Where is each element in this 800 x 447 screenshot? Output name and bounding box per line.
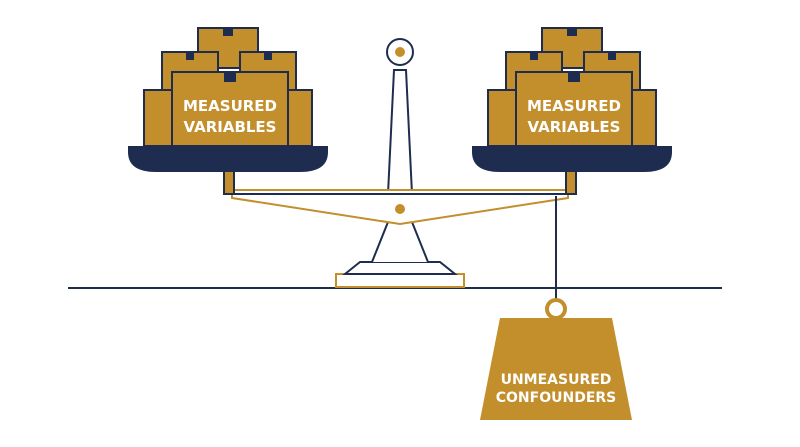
right-pan-label-line1: MEASURED xyxy=(527,97,621,115)
scale-base xyxy=(335,221,465,288)
right-pan-label-line2: VARIABLES xyxy=(528,118,621,136)
left-pan-rod xyxy=(223,169,235,195)
weight-icon: UNMEASURED CONFOUNDERS xyxy=(480,298,632,420)
right-pan-rod xyxy=(565,169,577,195)
balance-scale-icon xyxy=(386,38,414,195)
left-pan: MEASURED VARIABLES xyxy=(128,27,328,172)
right-pan: MEASURED VARIABLES xyxy=(472,27,672,172)
weight-label-line1: UNMEASURED xyxy=(501,372,612,388)
left-pan-label-line1: MEASURED xyxy=(183,97,277,115)
weight-label-line2: CONFOUNDERS xyxy=(496,390,617,406)
scale-beam xyxy=(231,189,569,226)
left-pan-label-line2: VARIABLES xyxy=(184,118,277,136)
